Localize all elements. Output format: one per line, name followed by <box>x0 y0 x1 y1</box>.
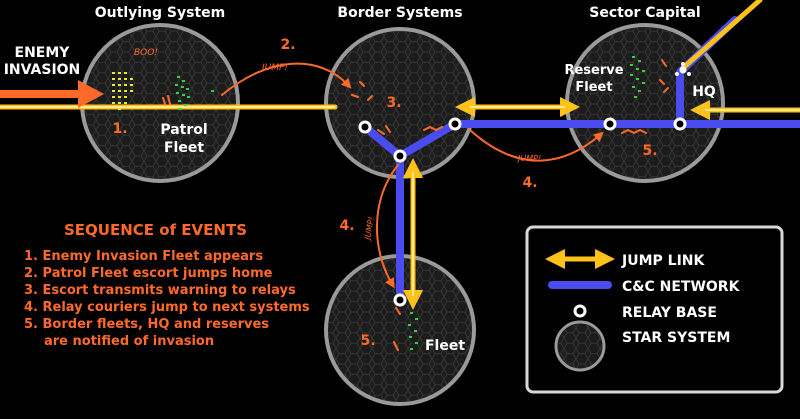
system-title-outlying: Outlying System <box>95 5 225 21</box>
enemy-invasion-label-2: INVASION <box>4 62 81 78</box>
step-marker-5a: 5. <box>642 143 657 159</box>
sequence-step: 2. Patrol Fleet escort jumps home <box>24 266 273 281</box>
sequence-steps: 1. Enemy Invasion Fleet appears 2. Patro… <box>24 249 310 349</box>
hq-icon <box>675 62 691 76</box>
warning-flashes <box>162 59 669 351</box>
patrol-fleet-label-1: Patrol <box>160 122 207 138</box>
system-title-capital: Sector Capital <box>589 5 700 21</box>
sequence-step: 1. Enemy Invasion Fleet appears <box>24 249 263 264</box>
step-marker-4b: 4. <box>339 218 354 234</box>
hq-label: HQ <box>692 84 716 100</box>
sequence-step: 4. Relay couriers jump to next systems <box>24 300 310 315</box>
step-marker-4a: 4. <box>522 175 537 191</box>
star-system-fleet <box>324 254 476 406</box>
relay-base <box>393 149 407 163</box>
annotation-jump-2: JUMP! <box>516 154 541 163</box>
legend-star-system-label: STAR SYSTEM <box>622 330 730 346</box>
invasion-arrow <box>0 80 104 108</box>
relay-base <box>358 120 372 134</box>
star-system-outlying <box>80 23 240 183</box>
reserve-fleet-label-1: Reserve <box>564 63 623 78</box>
step-marker-5b: 5. <box>360 333 375 349</box>
relay-base <box>673 117 687 131</box>
step-marker-1: 1. <box>112 121 127 137</box>
legend-relay-base-swatch <box>573 304 587 318</box>
patrol-fleet-label-2: Fleet <box>164 140 204 156</box>
relay-base <box>448 117 462 131</box>
sequence-step: are notified of invasion <box>44 334 214 349</box>
legend-jump-link-label: JUMP LINK <box>621 253 705 269</box>
reserve-fleet-label-2: Fleet <box>575 80 612 95</box>
fleet-label: Fleet <box>425 338 465 354</box>
relay-base <box>393 293 407 307</box>
sequence-title: SEQUENCE of EVENTS <box>64 221 247 239</box>
sequence-step: 5. Border fleets, HQ and reserves <box>24 317 269 332</box>
step-marker-3: 3. <box>386 95 401 111</box>
enemy-fleet-icon <box>112 72 133 110</box>
annotation-jump-3: JUMP! <box>363 216 376 242</box>
jump-arrows <box>221 62 604 289</box>
step-marker-2: 2. <box>280 37 295 53</box>
jump-links-glow <box>0 106 800 296</box>
reserve-fleet-icon <box>630 56 645 98</box>
legend-cc-network-label: C&C NETWORK <box>622 279 741 295</box>
legend-relay-base-label: RELAY BASE <box>622 305 717 321</box>
sequence-step: 3. Escort transmits warning to relays <box>24 283 296 298</box>
patrol-fleet-icon <box>175 76 214 110</box>
legend: JUMP LINK C&C NETWORK RELAY BASE STAR SY… <box>525 225 784 394</box>
system-title-border: Border Systems <box>337 5 462 21</box>
relay-bases <box>358 117 687 307</box>
annotation-jump-1: JUMP! <box>260 63 288 73</box>
border-fleet-icon <box>408 312 418 350</box>
enemy-invasion-label-1: ENEMY <box>15 45 71 61</box>
annotation-boo: BOO! <box>134 48 158 58</box>
relay-base <box>603 117 617 131</box>
